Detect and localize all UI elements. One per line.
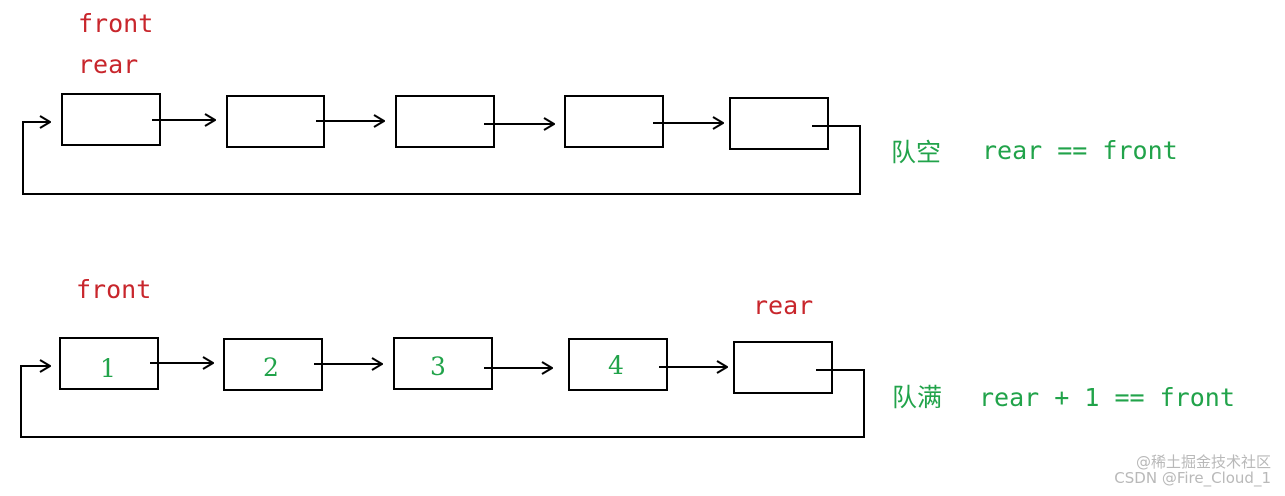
full-queue-section: front rear 1 2 3 4 队满 rear + 1 == front xyxy=(20,275,1235,438)
watermark: @稀土掘金技术社区 CSDN @Fire_Cloud_1 xyxy=(1114,454,1271,486)
empty-queue-section: front rear 队空 rear == front xyxy=(22,9,1178,195)
empty-node-4 xyxy=(564,95,664,148)
full-node-4-value: 4 xyxy=(608,351,624,380)
watermark-line-1: @稀土掘金技术社区 xyxy=(1135,453,1271,471)
full-wraparound-arrow xyxy=(20,366,865,438)
empty-node-1 xyxy=(61,93,161,146)
full-node-3 xyxy=(393,337,493,390)
full-state-label: 队满 xyxy=(892,383,942,412)
full-node-2-value: 2 xyxy=(263,353,279,382)
empty-node-5 xyxy=(729,97,829,150)
full-node-4 xyxy=(568,338,668,391)
empty-condition: rear == front xyxy=(982,136,1178,165)
empty-front-label: front xyxy=(78,9,153,38)
full-front-label: front xyxy=(76,275,151,304)
full-node-3-value: 3 xyxy=(430,352,446,381)
full-rear-label: rear xyxy=(753,291,813,320)
empty-node-3 xyxy=(395,95,495,148)
full-condition: rear + 1 == front xyxy=(979,383,1235,412)
full-node-1-value: 1 xyxy=(100,354,116,383)
empty-node-2 xyxy=(226,95,325,148)
empty-rear-label: rear xyxy=(78,50,138,79)
empty-wraparound-arrow xyxy=(22,122,861,195)
watermark-line-2: CSDN @Fire_Cloud_1 xyxy=(1114,469,1271,487)
empty-state-label: 队空 xyxy=(891,138,941,167)
full-node-5 xyxy=(733,341,833,394)
